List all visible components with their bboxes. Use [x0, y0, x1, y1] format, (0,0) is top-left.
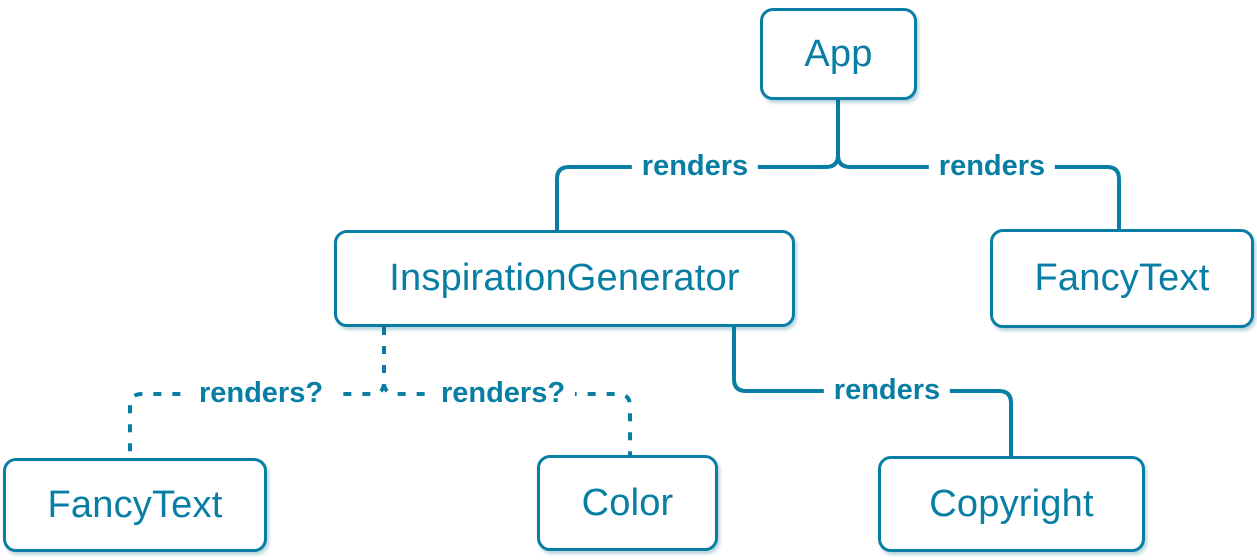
edge-label-renders-inspirationgenerator: renders [631, 150, 759, 183]
node-color-label: Color [581, 481, 674, 524]
node-app-label: App [804, 32, 873, 75]
node-copyright-label: Copyright [929, 482, 1094, 525]
node-copyright: Copyright [878, 456, 1145, 552]
node-fancy-text-top: FancyText [990, 229, 1254, 328]
edge-label-renders-fancytext: renders [928, 150, 1056, 183]
edge-label-renders-maybe-fancytext: renders? [188, 377, 334, 410]
node-app: App [760, 8, 917, 100]
node-color: Color [537, 455, 718, 551]
node-fancy-text-bottom: FancyText [3, 458, 267, 552]
node-inspiration-generator-label: InspirationGenerator [389, 257, 740, 299]
node-fancy-text-bottom-label: FancyText [47, 483, 223, 526]
edge-label-renders-maybe-color: renders? [430, 377, 576, 410]
edge-inspirationgenerator-color-dashed [382, 327, 632, 455]
node-fancy-text-top-label: FancyText [1034, 257, 1210, 299]
node-inspiration-generator: InspirationGenerator [334, 230, 795, 327]
edge-label-renders-copyright: renders [823, 374, 951, 407]
